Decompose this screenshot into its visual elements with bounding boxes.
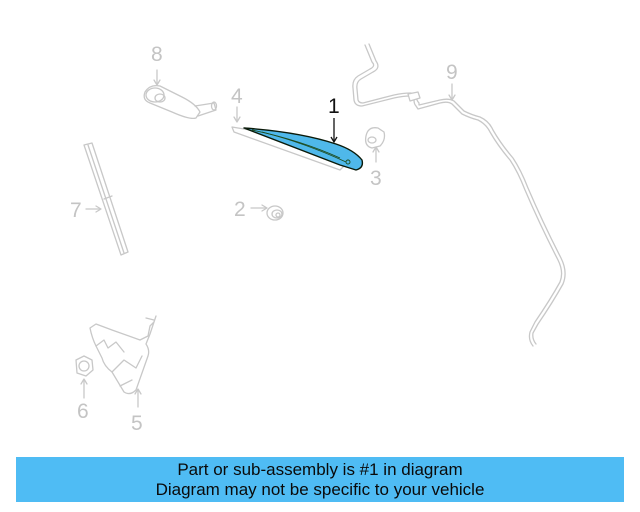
- callout-label-1[interactable]: 1: [328, 95, 340, 118]
- banner-line-part-number: Part or sub-assembly is #1 in diagram: [177, 460, 463, 479]
- callout-label-4[interactable]: 4: [231, 85, 243, 108]
- info-banner: Part or sub-assembly is #1 in diagram Di…: [16, 457, 624, 502]
- callout-label-3[interactable]: 3: [370, 167, 382, 190]
- callout-label-7[interactable]: 7: [70, 199, 82, 222]
- callout-arrows: [80, 69, 456, 408]
- nut-part-6: [75, 355, 94, 377]
- cap-part-3: [364, 127, 386, 149]
- banner-line-disclaimer: Diagram may not be specific to your vehi…: [155, 480, 485, 499]
- callout-label-2[interactable]: 2: [234, 198, 246, 221]
- wiper-arm-part-1: [243, 118, 364, 171]
- wiper-blade-part-7: [83, 142, 129, 256]
- nut-part-2: [266, 205, 284, 221]
- callout-label-8[interactable]: 8: [151, 43, 163, 66]
- washer-hose-part-9: [352, 43, 566, 347]
- washer-nozzle-part-8: [143, 84, 218, 120]
- wiper-motor-part-5: [89, 315, 157, 395]
- callout-label-9[interactable]: 9: [446, 61, 458, 84]
- callout-label-5[interactable]: 5: [131, 412, 143, 435]
- callout-label-6[interactable]: 6: [77, 400, 89, 423]
